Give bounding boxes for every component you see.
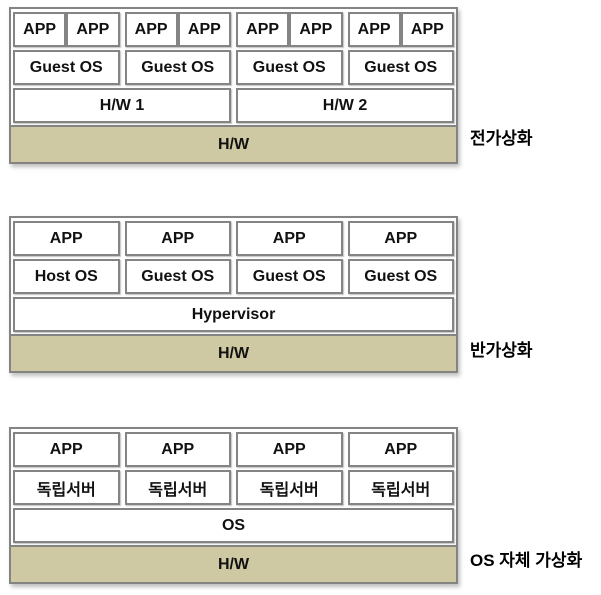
- hypervisor-box: Hypervisor: [13, 297, 454, 332]
- os-row: Host OS Guest OS Guest OS Guest OS: [13, 259, 454, 294]
- diagram-os-virtualization: APP APP APP APP 독립서버 독립서버 독립서버 독립서버 OS H…: [9, 427, 458, 584]
- diagram-rows: APP APP APP APP APP APP APP APP Guest OS…: [11, 9, 456, 125]
- os-row: Guest OS Guest OS Guest OS Guest OS: [13, 50, 454, 85]
- app-box: APP: [347, 432, 454, 467]
- guest-os-box: Guest OS: [236, 259, 343, 294]
- vm-group: APP APP: [124, 12, 231, 47]
- hw-base-row: H/W: [11, 545, 456, 582]
- app-box: APP: [124, 12, 178, 47]
- vm-group: APP APP: [347, 12, 454, 47]
- independent-server-box: 독립서버: [124, 470, 231, 505]
- app-box: APP: [124, 221, 231, 256]
- app-box: APP: [177, 12, 231, 47]
- app-box: APP: [236, 432, 343, 467]
- independent-server-box: 독립서버: [236, 470, 343, 505]
- os-row: 독립서버 독립서버 독립서버 독립서버: [13, 470, 454, 505]
- app-box: APP: [13, 221, 120, 256]
- diagram-rows: APP APP APP APP Host OS Guest OS Guest O…: [11, 218, 456, 334]
- label-os-self-virtualization: OS 자체 가상화: [470, 551, 583, 570]
- app-box: APP: [347, 12, 401, 47]
- app-box: APP: [289, 12, 343, 47]
- platform-row: Hypervisor: [13, 297, 454, 332]
- guest-os-box: Guest OS: [124, 259, 231, 294]
- app-row: APP APP APP APP: [13, 432, 454, 467]
- guest-os-box: Guest OS: [347, 50, 454, 85]
- app-box: APP: [66, 12, 120, 47]
- platform-row: H/W 1 H/W 2: [13, 88, 454, 123]
- guest-os-box: Guest OS: [347, 259, 454, 294]
- app-row: APP APP APP APP: [13, 221, 454, 256]
- app-box: APP: [124, 432, 231, 467]
- diagram-rows: APP APP APP APP 독립서버 독립서버 독립서버 독립서버 OS: [11, 429, 456, 545]
- hw-base-row: H/W: [11, 125, 456, 162]
- app-row: APP APP APP APP APP APP APP APP: [13, 12, 454, 47]
- platform-row: OS: [13, 508, 454, 543]
- label-full-virtualization: 전가상화: [470, 129, 533, 148]
- vm-group: APP APP: [236, 12, 343, 47]
- label-para-virtualization: 반가상화: [470, 341, 533, 360]
- os-box: OS: [13, 508, 454, 543]
- hw-base-row: H/W: [11, 334, 456, 371]
- app-box: APP: [13, 12, 67, 47]
- app-box: APP: [400, 12, 454, 47]
- app-box: APP: [236, 12, 290, 47]
- hw1-box: H/W 1: [13, 88, 231, 123]
- guest-os-box: Guest OS: [236, 50, 343, 85]
- diagram-full-virtualization: APP APP APP APP APP APP APP APP Guest OS…: [9, 7, 458, 164]
- independent-server-box: 독립서버: [347, 470, 454, 505]
- app-box: APP: [13, 432, 120, 467]
- diagram-para-virtualization: APP APP APP APP Host OS Guest OS Guest O…: [9, 216, 458, 373]
- app-box: APP: [236, 221, 343, 256]
- guest-os-box: Guest OS: [124, 50, 231, 85]
- hw2-box: H/W 2: [236, 88, 454, 123]
- independent-server-box: 독립서버: [13, 470, 120, 505]
- guest-os-box: Guest OS: [13, 50, 120, 85]
- vm-group: APP APP: [13, 12, 120, 47]
- host-os-box: Host OS: [13, 259, 120, 294]
- app-box: APP: [347, 221, 454, 256]
